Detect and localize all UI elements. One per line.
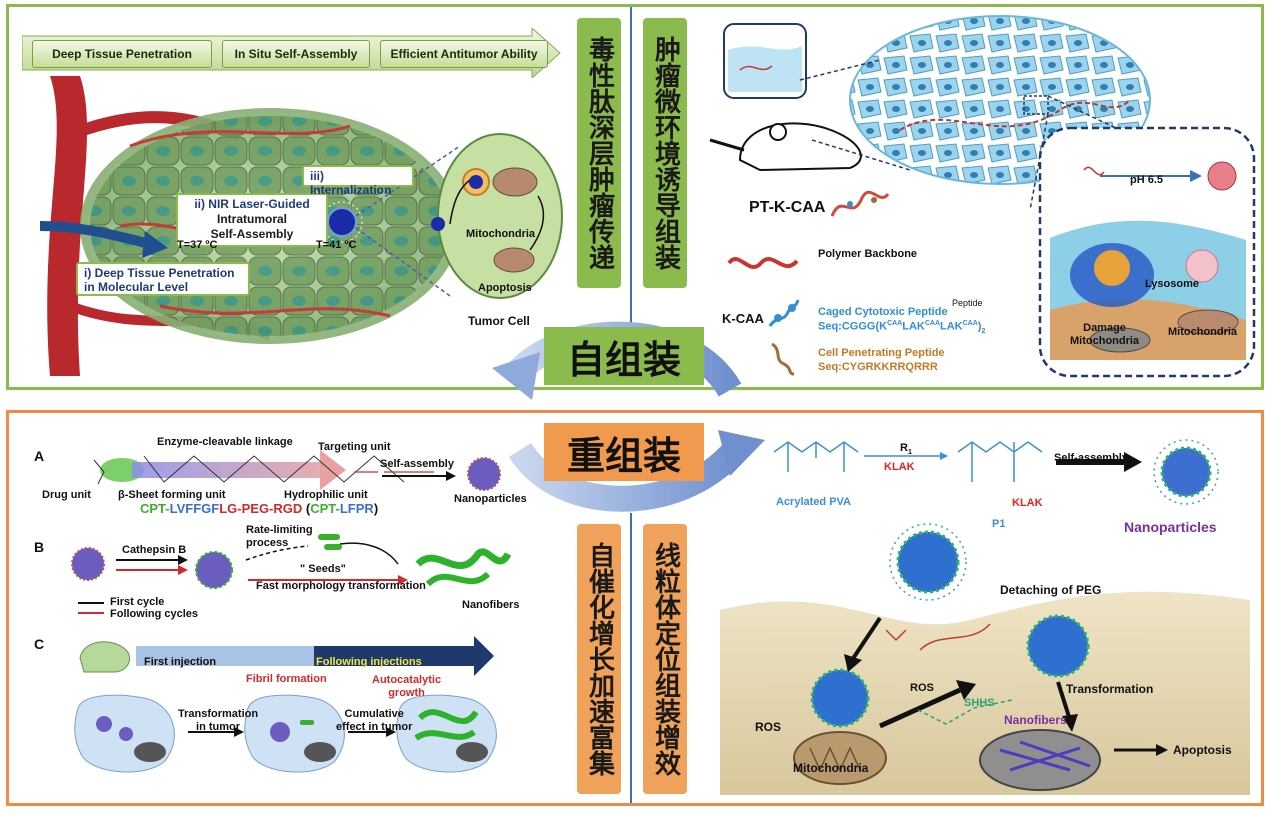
vertical-label-bottom-right: 线粒体定位组装增效 bbox=[643, 524, 687, 794]
klak-p1-label: KLAK bbox=[1012, 497, 1043, 509]
rate-limiting-label: Rate-limiting process bbox=[246, 524, 313, 549]
kcaa-label: K-CAA bbox=[722, 311, 764, 326]
tumor-microenvironment-illustration bbox=[709, 15, 1256, 378]
apoptosis-bottom-label: Apoptosis bbox=[1173, 743, 1232, 757]
first-injection-label: First injection bbox=[144, 656, 217, 668]
ros-mid-label: ROS bbox=[910, 682, 934, 694]
r1-text: R bbox=[900, 442, 908, 454]
polymer-backbone-label: Polymer Backbone bbox=[818, 248, 918, 260]
deep-penetration-text: i) Deep Tissue Penetration in Molecular … bbox=[84, 266, 235, 294]
ptkcaa-label: PT-K-CAA bbox=[749, 199, 826, 216]
caged-seq-text: Seq:CGGG(K bbox=[818, 320, 888, 333]
temp-37: T=37 ºC bbox=[177, 239, 218, 251]
beta-sheet-label: β-Sheet forming unit bbox=[118, 489, 226, 501]
process-b-illustration bbox=[71, 534, 512, 589]
nanoparticles-b-label: Nanoparticles bbox=[1124, 519, 1217, 535]
fast-transformation-label: Fast morphology transformation bbox=[256, 580, 426, 592]
mitochondria-scene bbox=[720, 523, 1250, 795]
targeting-label: Targeting unit bbox=[318, 441, 391, 453]
nanoparticles-a-label: Nanoparticles bbox=[454, 493, 527, 505]
polymer-backbone-glyph bbox=[727, 256, 799, 269]
tumor-cell-label: Tumor Cell bbox=[468, 314, 530, 328]
damage-mitochondria-label: Damage Mitochondria bbox=[1070, 322, 1140, 347]
chemistry-scheme bbox=[773, 441, 1142, 482]
klak-label: KLAK bbox=[884, 461, 915, 473]
mitochondria-bottom-label: Mitochondria bbox=[793, 761, 869, 775]
callout-nir: ii) NIR Laser-Guided Intratumoral Self-A… bbox=[176, 193, 328, 247]
assembly-arrow-a bbox=[382, 457, 501, 491]
hydrophilic-label: Hydrophilic unit bbox=[284, 489, 368, 501]
internalization-text: iii) Internalization bbox=[310, 169, 392, 197]
top-divider bbox=[630, 7, 632, 325]
bottom-panel-reassembly bbox=[6, 410, 1264, 806]
enzyme-label: Enzyme-cleavable linkage bbox=[157, 436, 293, 448]
temp-41: T=41 ºC bbox=[316, 239, 357, 251]
nanofibers-b-label: Nanofibers bbox=[462, 599, 520, 611]
cpp-seq: Seq:CYGRKKRRQRRR bbox=[818, 361, 938, 373]
cycle-legend-lines bbox=[78, 602, 104, 614]
peptide-label: Peptide bbox=[952, 298, 983, 308]
self-assembly-badge: 自组装 bbox=[544, 327, 704, 385]
section-b-label: B bbox=[34, 539, 45, 555]
r1-label: R1 bbox=[900, 442, 912, 457]
detaching-peg-label: Detaching of PEG bbox=[1000, 583, 1102, 597]
caged-peptide-title: Caged Cytotoxic Peptide bbox=[818, 306, 948, 318]
nanofibers-label: Nanofibers bbox=[1004, 713, 1067, 727]
self-assembly-a-label: Self-assembly bbox=[380, 458, 454, 470]
self-assembly-b-label: Self-assembly bbox=[1054, 452, 1128, 464]
molecule-a-illustration bbox=[93, 450, 434, 490]
nir-title: ii) NIR Laser-Guided bbox=[194, 197, 310, 211]
caged-peptide-glyph bbox=[768, 299, 800, 327]
seq-cpt: CPT- bbox=[140, 501, 170, 516]
seq-cpt-2: CPT- bbox=[310, 501, 340, 516]
callout-deep-penetration: i) Deep Tissue Penetration in Molecular … bbox=[76, 262, 250, 296]
transformation-tumor-label: Transformation in tumor bbox=[178, 708, 259, 733]
ribbon-item: In Situ Self-Assembly bbox=[222, 40, 370, 68]
seq-lfpr: LFPR bbox=[339, 501, 374, 516]
mitochondria-label: Mitochondria bbox=[466, 228, 536, 240]
acrylated-pva-label: Acrylated PVA bbox=[776, 496, 851, 508]
vertical-label-top-left: 毒性肽深层肿瘤传递 bbox=[577, 18, 621, 288]
section-c-label: C bbox=[34, 636, 45, 652]
mitochondria-right-label: Mitochondria bbox=[1168, 326, 1238, 338]
seq-close-paren: ) bbox=[373, 501, 379, 516]
cpp-title: Cell Penetrating Peptide bbox=[818, 347, 945, 359]
vertical-label-top-right: 肿瘤微环境诱导组装 bbox=[643, 18, 687, 288]
ph-label: pH 6.5 bbox=[1130, 174, 1164, 186]
following-injections-label: Following injections bbox=[316, 656, 422, 668]
shhs-label: SHHS bbox=[964, 697, 995, 709]
ribbon-item: Deep Tissue Penetration bbox=[32, 40, 212, 68]
section-a-label: A bbox=[34, 448, 45, 464]
seeds-label: " Seeds" bbox=[300, 563, 346, 575]
drug-unit-label: Drug unit bbox=[42, 489, 91, 501]
nir-subtitle: Intratumoral Self-Assembly bbox=[210, 212, 294, 241]
caged-peptide-seq: Seq:CGGG(KCAALAKCAALAKCAA)2 bbox=[818, 320, 986, 335]
ptkcaa-glyph bbox=[830, 190, 890, 217]
cumulative-label: Cumulative effect in tumor bbox=[336, 708, 413, 733]
bottom-divider bbox=[630, 513, 632, 803]
seq-lvffgf: LVFFGF bbox=[169, 501, 220, 516]
p1-label: P1 bbox=[992, 518, 1006, 530]
cathepsin-label: Cathepsin B bbox=[122, 544, 187, 556]
reassembly-badge: 重组装 bbox=[544, 423, 704, 481]
lysosome-label: Lysosome bbox=[1145, 278, 1200, 290]
ros-left-label: ROS bbox=[755, 720, 782, 734]
top-panel-self-assembly bbox=[6, 4, 1264, 390]
transformation-label: Transformation bbox=[1066, 682, 1154, 696]
seq-lg-peg-rgd: LG-PEG-RGD bbox=[219, 501, 303, 516]
apoptosis-label: Apoptosis bbox=[478, 282, 532, 294]
cpp-glyph bbox=[771, 342, 795, 376]
peptide-sequence: CPT-LVFFGFLG-PEG-RGD (CPT-LFPR) bbox=[140, 501, 378, 516]
first-cycle-label: First cycle bbox=[110, 596, 165, 608]
fibril-formation-label: Fibril formation bbox=[246, 673, 327, 685]
autocatalytic-label: Autocatalytic growth bbox=[372, 674, 442, 699]
ribbon-item: Efficient Antitumor Ability bbox=[380, 40, 548, 68]
following-cycles-label: Following cycles bbox=[110, 608, 199, 620]
vertical-label-bottom-left: 自催化增长加速富集 bbox=[577, 524, 621, 794]
process-c-illustration bbox=[74, 636, 497, 773]
seq-open-paren: ( bbox=[302, 501, 311, 516]
callout-internalization: iii) Internalization bbox=[302, 165, 414, 197]
nanoparticle-top-glyph bbox=[1153, 439, 1219, 505]
